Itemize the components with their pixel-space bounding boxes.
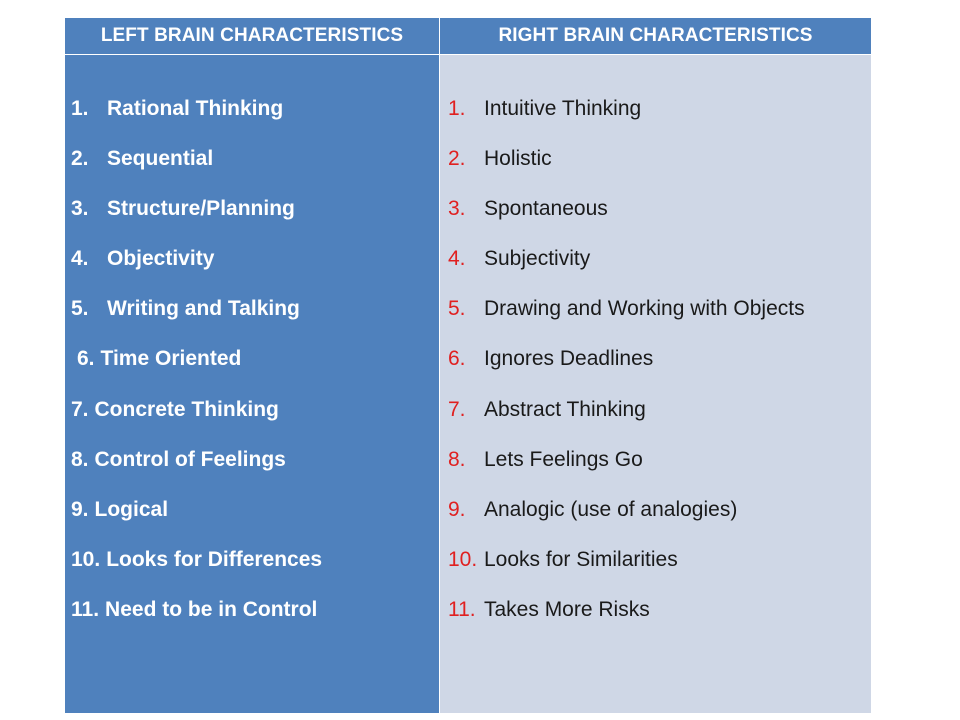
item-text: Abstract Thinking — [484, 397, 646, 421]
item-text: Ignores Deadlines — [484, 347, 654, 371]
left-item: 9.Logical — [65, 498, 439, 548]
left-item: 6.Time Oriented — [65, 347, 439, 397]
item-number: 1. — [71, 97, 89, 120]
right-item: 7. Abstract Thinking — [440, 398, 871, 448]
right-brain-header: RIGHT BRAIN CHARACTERISTICS — [440, 18, 871, 54]
item-number: 8. — [71, 447, 89, 471]
left-item: 4. Objectivity — [65, 247, 439, 297]
right-item: 5. Drawing and Working with Objects — [440, 297, 871, 347]
left-item: 11.Need to be in Control — [65, 598, 439, 648]
item-number: 3. — [71, 197, 89, 221]
item-number: 7. — [71, 397, 89, 421]
left-item: 5. Writing and Talking — [65, 297, 439, 347]
right-item: 10.Looks for Similarities — [440, 548, 871, 598]
left-item: 2. Sequential — [65, 147, 439, 197]
item-number: 7. — [448, 397, 466, 421]
item-number: 6. — [77, 347, 95, 371]
left-item: 8.Control of Feelings — [65, 448, 439, 498]
left-item: 7.Concrete Thinking — [65, 398, 439, 448]
item-text: Concrete Thinking — [94, 397, 279, 421]
item-number: 4. — [71, 247, 89, 271]
right-item: 1. Intuitive Thinking — [440, 97, 871, 147]
item-text: Drawing and Working with Objects — [484, 297, 805, 321]
item-number: 2. — [448, 147, 466, 171]
right-item: 9. Analogic (use of analogies) — [440, 498, 871, 548]
item-number: 4. — [448, 247, 466, 271]
item-text: Rational Thinking — [107, 97, 284, 120]
item-number: 9. — [71, 497, 89, 521]
item-number: 10. — [71, 547, 101, 571]
item-number: 3. — [448, 197, 466, 221]
right-item: 2. Holistic — [440, 147, 871, 197]
item-number: 9. — [448, 497, 466, 521]
right-item: 11. Takes More Risks — [440, 598, 871, 648]
left-brain-header: LEFT BRAIN CHARACTERISTICS — [65, 18, 440, 54]
right-item: 4. Subjectivity — [440, 247, 871, 297]
item-text: Writing and Talking — [107, 297, 300, 321]
item-number: 1. — [448, 97, 466, 120]
item-text: Control of Feelings — [94, 447, 286, 471]
item-number: 6. — [448, 347, 466, 371]
item-text: Sequential — [107, 147, 214, 171]
item-text: Takes More Risks — [484, 597, 650, 621]
item-number: 10. — [448, 547, 478, 571]
item-number: 11. — [71, 597, 100, 621]
item-number: 11. — [448, 597, 476, 621]
item-text: Time Oriented — [100, 347, 242, 371]
left-item: 3. Structure/Planning — [65, 197, 439, 247]
right-item: 6. Ignores Deadlines — [440, 347, 871, 397]
item-text: Subjectivity — [484, 247, 591, 271]
right-item: 3. Spontaneous — [440, 197, 871, 247]
left-item: 1. Rational Thinking — [65, 97, 439, 147]
item-number: 5. — [448, 297, 466, 321]
item-text: Structure/Planning — [107, 197, 295, 221]
item-text: Lets Feelings Go — [484, 447, 643, 471]
item-text: Analogic (use of analogies) — [484, 497, 738, 521]
item-text: Looks for Similarities — [484, 547, 678, 571]
item-text: Spontaneous — [484, 197, 608, 221]
left-item: 10.Looks for Differences — [65, 548, 439, 598]
item-text: Looks for Differences — [106, 547, 323, 571]
item-text: Need to be in Control — [105, 597, 318, 621]
brain-characteristics-table: LEFT BRAIN CHARACTERISTICS RIGHT BRAIN C… — [64, 17, 872, 714]
item-number: 8. — [448, 447, 466, 471]
item-text: Holistic — [484, 147, 552, 171]
item-number: 2. — [71, 147, 89, 171]
right-brain-column: 1. Intuitive Thinking 2. Holistic 3. Sponta… — [440, 54, 871, 713]
item-text: Objectivity — [107, 247, 215, 271]
item-text: Logical — [94, 497, 169, 521]
item-number: 5. — [71, 297, 89, 321]
left-brain-column: 1. Rational Thinking 2. Sequential 3. Struc… — [65, 54, 440, 713]
item-text: Intuitive Thinking — [484, 97, 642, 120]
right-item: 8. Lets Feelings Go — [440, 448, 871, 498]
